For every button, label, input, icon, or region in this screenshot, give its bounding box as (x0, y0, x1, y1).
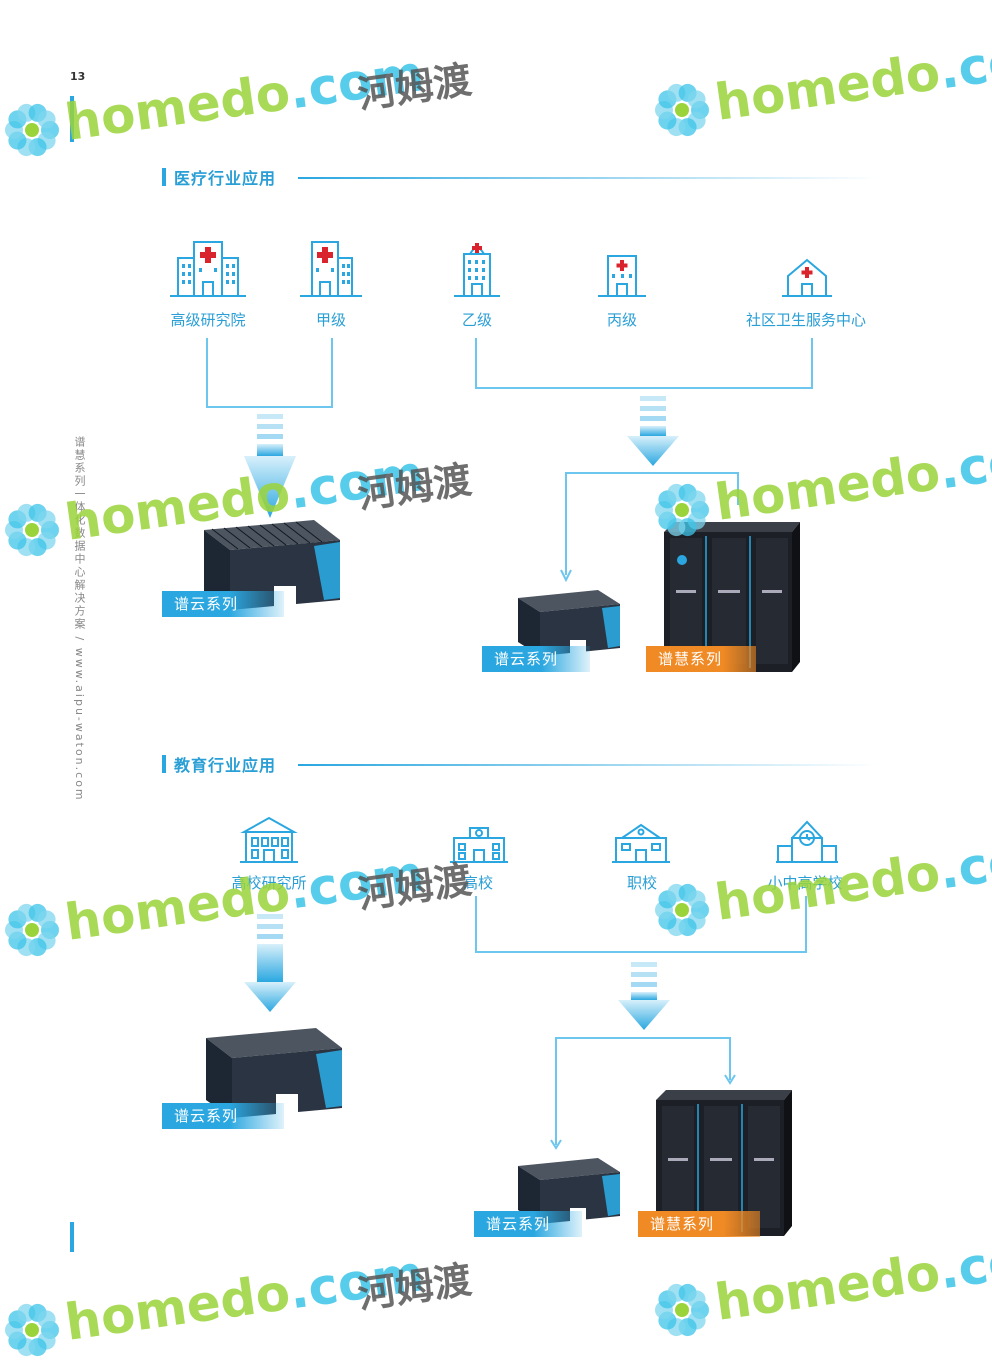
svg-text:homedo.com: homedo.com (62, 1260, 428, 1352)
sidebar-vertical-text: 谱慧系列一体化数据中心解决方案 / www.aipu-waton.com (73, 436, 86, 802)
university-icon (450, 827, 508, 863)
flower-logo-icon (655, 1283, 709, 1337)
tag-cloud-series-education-left: 谱云系列 (162, 1103, 284, 1129)
title-accent-bar (162, 755, 166, 773)
tag-cloud-series-medical-left: 谱云系列 (162, 591, 284, 617)
medical-section-title: 医疗行业应用 (162, 166, 276, 188)
node-label-research-institute: 高级研究院 (170, 311, 246, 329)
flower-logo-icon (5, 103, 59, 157)
tag-wisdom-series-education: 谱慧系列 (638, 1211, 760, 1237)
flower-logo-icon (655, 83, 709, 137)
down-arrow-left (244, 414, 296, 518)
tag-cloud-series-medical-right: 谱云系列 (482, 646, 590, 672)
node-label-vocational-school: 职校 (626, 874, 657, 892)
vocational-school-icon (612, 823, 670, 863)
down-arrow-right (627, 396, 679, 466)
svg-text:homedo.com: homedo.com (712, 1240, 992, 1332)
left-accent-bar-bottom (70, 1222, 74, 1252)
grade-b-hospital-icon (454, 243, 500, 297)
left-accent-bar-top (70, 96, 74, 142)
primary-secondary-school-icon (776, 820, 838, 863)
node-label-community-center: 社区卫生服务中心 (745, 311, 866, 329)
node-label-grade-b: 乙级 (461, 311, 492, 329)
education-title-line (298, 764, 878, 766)
community-clinic-icon (782, 258, 832, 297)
tag-wisdom-series-medical: 谱慧系列 (646, 646, 756, 672)
svg-text:homedo.com: homedo.com (712, 40, 992, 132)
grade-c-hospital-icon (598, 255, 646, 297)
down-arrow-left-education (244, 914, 296, 1012)
node-label-university-institute: 高校研究所 (231, 874, 307, 892)
medical-title-line (298, 177, 878, 179)
node-label-university: 高校 (462, 874, 493, 892)
page-number: 13 (70, 70, 86, 83)
down-arrow-right-education (618, 962, 670, 1030)
svg-text:河姆渡: 河姆渡 (355, 60, 474, 117)
education-title-text: 教育行业应用 (174, 756, 277, 775)
homedo-watermark: homedo.com (655, 40, 992, 137)
svg-text:homedo.com: homedo.com (62, 60, 428, 152)
tag-cloud-series-education-right: 谱云系列 (474, 1211, 582, 1237)
flower-logo-icon (5, 1303, 59, 1357)
node-label-grade-a: 甲级 (315, 311, 346, 329)
education-section-title: 教育行业应用 (162, 753, 276, 775)
education-flow-connectors (244, 896, 807, 1150)
medical-flow-connectors (206, 338, 813, 583)
node-label-grade-c: 丙级 (606, 311, 637, 329)
large-hospital-icon (170, 241, 246, 297)
medical-title-text: 医疗行业应用 (174, 169, 277, 188)
node-label-k12-school: 小中高学校 (767, 874, 843, 892)
grade-a-hospital-icon (300, 241, 362, 297)
homedo-watermark: homedo.com (655, 1240, 992, 1337)
university-institute-icon (240, 816, 298, 863)
title-accent-bar (162, 168, 166, 186)
cloud-series-cabinet-image-education (206, 1028, 342, 1118)
svg-text:河姆渡: 河姆渡 (355, 1260, 474, 1317)
